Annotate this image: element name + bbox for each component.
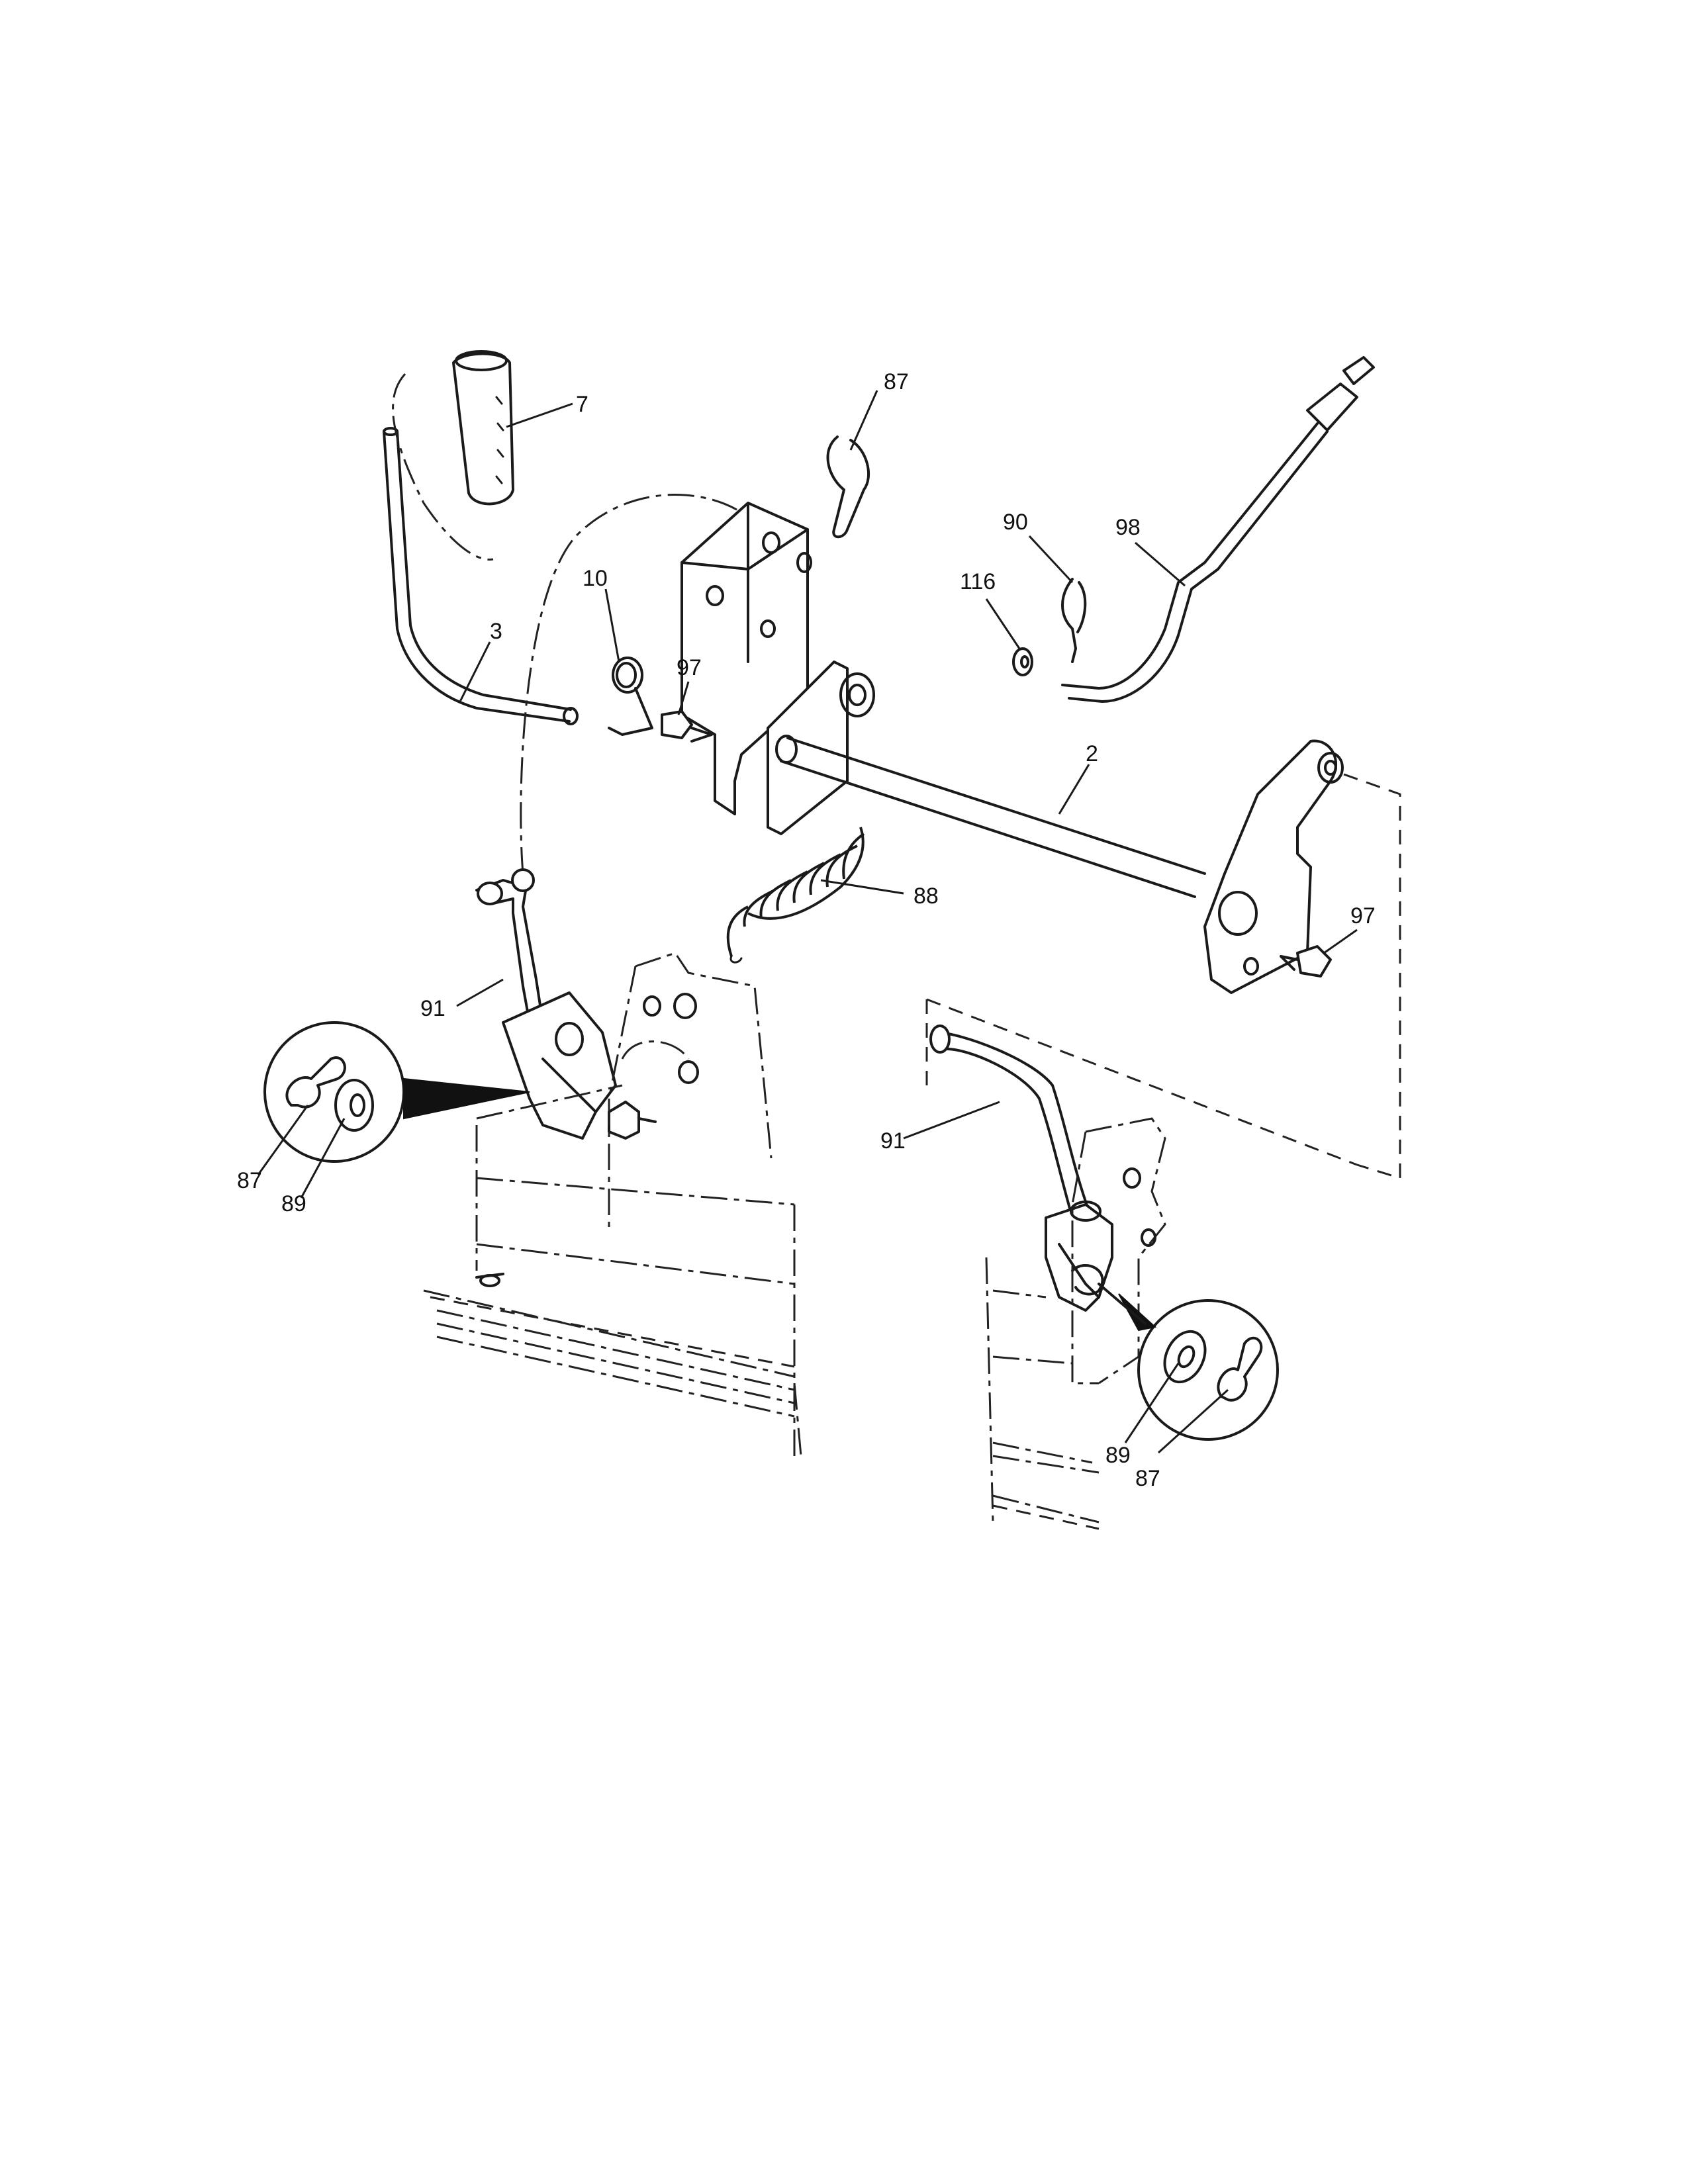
callout-7: 7: [576, 392, 588, 417]
callout-97-left: 97: [677, 655, 702, 680]
callout-91-left: 91: [420, 996, 445, 1021]
callout-97-right: 97: [1350, 903, 1376, 929]
callout-labels: 7 87 90 98 116 10 3 97 2 88 97 91 87 89 …: [237, 369, 1376, 1491]
callout-87-right: 87: [1135, 1466, 1160, 1491]
callout-116: 116: [960, 569, 996, 594]
right-deck-outline: [985, 1257, 1100, 1530]
left-deck-plate: [608, 952, 773, 1231]
hair-pin-clip-90: [1061, 578, 1087, 663]
link-rod-left: [475, 868, 544, 1024]
left-deck-hanger: [502, 991, 657, 1140]
inner-bracket: [767, 660, 875, 835]
callout-87-left: 87: [237, 1168, 262, 1193]
callout-90: 90: [1003, 510, 1028, 535]
handle-grip: [452, 350, 514, 506]
hair-pin-clip-87-top: [826, 435, 870, 539]
right-deck-hanger: [1045, 1201, 1113, 1312]
callout-10: 10: [583, 566, 608, 591]
right-deck-plate: [1071, 1117, 1166, 1385]
washer-116: [1012, 647, 1033, 676]
leader-lines: [257, 390, 1358, 1454]
spring: [726, 827, 865, 964]
callout-89-right: 89: [1105, 1443, 1131, 1468]
detail-circle-right: [1098, 1283, 1279, 1441]
adjustment-rod: [1061, 356, 1375, 703]
callout-3: 3: [490, 619, 502, 644]
callout-2: 2: [1086, 741, 1098, 766]
right-arm-bracket: [1203, 739, 1344, 994]
callout-87-top: 87: [884, 369, 909, 394]
torsion-spring: [608, 657, 653, 736]
phantom-line-handle: [392, 373, 494, 561]
left-deck-outline: [423, 1084, 802, 1457]
lift-bracket: [680, 502, 812, 815]
detail-circle-left: [263, 1021, 530, 1163]
hex-bolt-right: [1280, 945, 1332, 978]
lift-lever: [383, 427, 579, 725]
cross-shaft: [775, 735, 1206, 898]
callout-89-left: 89: [281, 1191, 306, 1216]
right-phantom-box: [925, 773, 1401, 1180]
callout-98: 98: [1115, 515, 1141, 540]
link-rod-right: [929, 1024, 1090, 1219]
callout-88: 88: [914, 884, 939, 909]
callout-91-right: 91: [880, 1128, 906, 1154]
phantom-line-link: [520, 494, 756, 874]
